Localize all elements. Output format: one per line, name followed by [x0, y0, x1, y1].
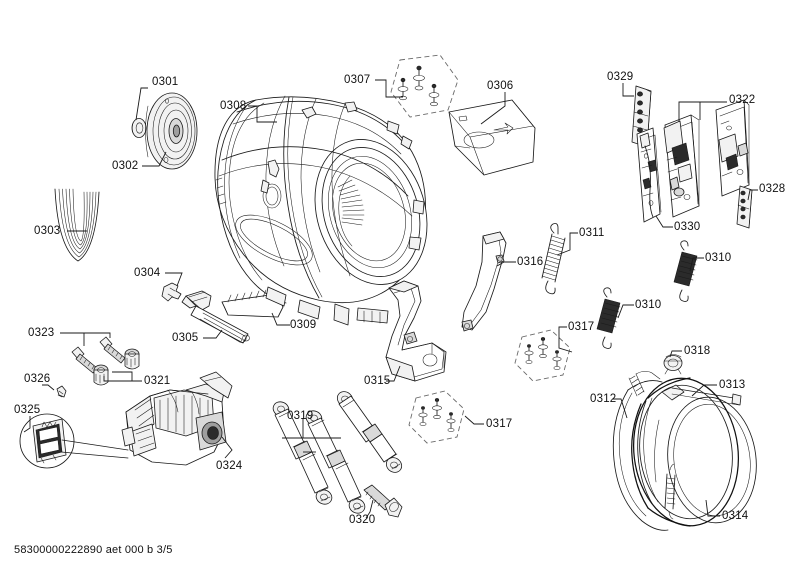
callout-0316: 0316 — [517, 256, 544, 268]
callout-0312: 0312 — [590, 393, 617, 405]
callout-0323: 0323 — [28, 327, 55, 339]
callout-0314: 0314 — [722, 510, 749, 522]
callout-0306: 0306 — [487, 80, 514, 92]
callout-0329: 0329 — [607, 71, 634, 83]
part-tub-cover-plate — [448, 99, 536, 176]
drawing-footer-text: 58300000222890 aet 000 b 3/5 — [14, 544, 173, 556]
callout-0321: 0321 — [144, 375, 171, 387]
callout-0317-b: 0317 — [486, 418, 513, 430]
callout-0301: 0301 — [152, 76, 179, 88]
part-tension-spring-small-a — [596, 287, 621, 349]
callout-0317-a: 0317 — [568, 321, 595, 333]
part-outer-tub-assembly — [214, 95, 428, 326]
part-bellows-seal — [612, 370, 669, 531]
callout-0324: 0324 — [216, 460, 243, 472]
part-motor-screws — [71, 336, 126, 374]
callout-0311: 0311 — [579, 227, 605, 239]
part-shaft-nut — [131, 118, 147, 138]
part-terminal-strip-small — [736, 185, 753, 229]
part-counterweight-bracket-front — [385, 280, 447, 382]
part-wiring-harness-board — [636, 127, 662, 223]
part-tub-rib-strip — [221, 288, 284, 318]
callout-0319: 0319 — [287, 410, 314, 422]
callout-0326: 0326 — [24, 373, 51, 385]
callout-0320: 0320 — [349, 514, 376, 526]
callout-0313: 0313 — [719, 379, 746, 391]
callout-0315: 0315 — [364, 375, 391, 387]
callout-0318: 0318 — [684, 345, 711, 357]
callout-0303: 0303 — [34, 225, 61, 237]
part-cable-clip — [56, 385, 67, 398]
part-drive-motor — [121, 371, 233, 466]
part-tension-spring-long — [541, 223, 566, 295]
callout-0310-a: 0310 — [635, 299, 662, 311]
callout-0330: 0330 — [674, 221, 701, 233]
callout-0305: 0305 — [172, 332, 199, 344]
part-terminal-block — [631, 85, 652, 148]
part-hex-flange-bolt — [363, 484, 403, 518]
callout-0309: 0309 — [290, 319, 317, 331]
part-screw-set-lower — [408, 390, 465, 444]
callout-0307: 0307 — [344, 74, 371, 86]
part-screw-set-mid — [514, 329, 571, 382]
callout-0302: 0302 — [112, 160, 139, 172]
part-drive-pulley — [145, 92, 198, 170]
part-control-module-board-secondary — [715, 99, 750, 197]
part-hose-clip — [663, 354, 683, 375]
part-control-module-board-main — [663, 114, 700, 218]
part-damper-bushings — [93, 348, 140, 386]
callout-0304: 0304 — [134, 267, 161, 279]
part-ntc-sensor — [161, 282, 182, 302]
part-screw-set-upper — [390, 54, 459, 118]
part-carbon-brush-detail — [19, 413, 129, 469]
callout-0310-b: 0310 — [705, 252, 732, 264]
part-counterweight-bracket-side — [461, 231, 507, 332]
part-tension-spring-small-b — [673, 240, 698, 302]
part-shock-absorbers — [272, 391, 403, 514]
part-drive-belt — [54, 188, 100, 262]
callout-0308: 0308 — [220, 100, 247, 112]
callout-0328: 0328 — [759, 183, 786, 195]
part-clamp-rings — [631, 377, 757, 527]
callout-0322: 0322 — [729, 94, 756, 106]
callout-0325: 0325 — [14, 404, 41, 416]
